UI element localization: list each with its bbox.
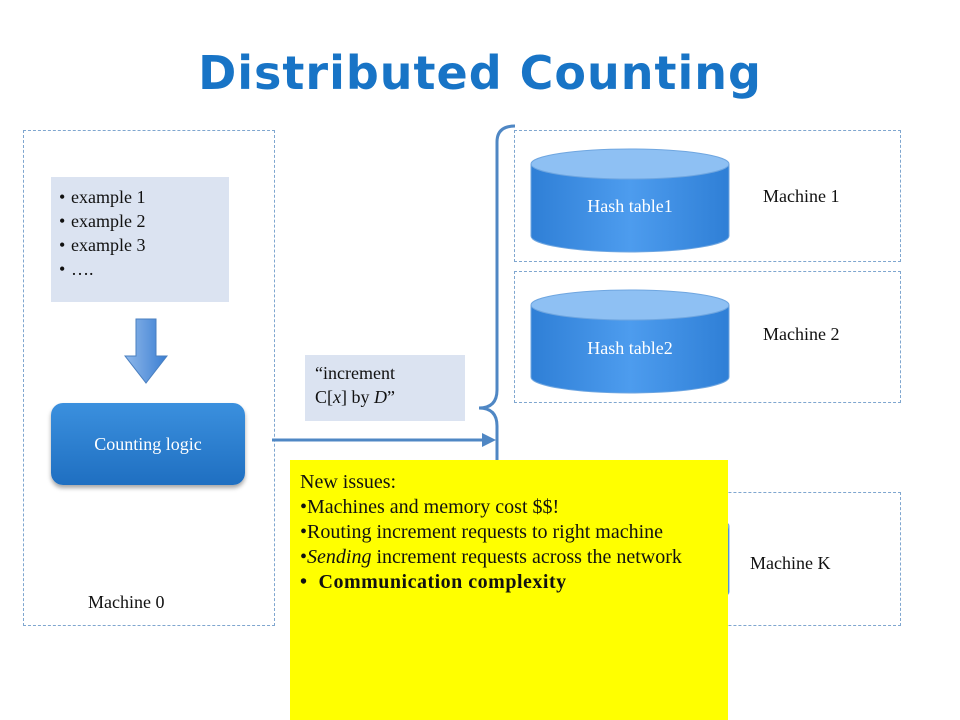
hash-table-2-cylinder [530, 289, 730, 394]
counting-logic-box: Counting logic [51, 403, 245, 485]
example-item: …. [71, 257, 229, 281]
example-item: example 2 [71, 209, 229, 233]
machine-1-box [514, 130, 901, 262]
hash-table-1-cylinder [530, 148, 730, 253]
machine-k-label: Machine K [750, 553, 831, 573]
machine-2-label: Machine 2 [763, 324, 840, 344]
brace-connector [478, 124, 516, 720]
down-arrow-icon [124, 318, 168, 384]
message-line-1: “increment [315, 363, 395, 383]
increment-message: “increment C[x] by D” [305, 355, 465, 421]
machine-1-label: Machine 1 [763, 186, 840, 206]
hash-table-1-label: Hash table1 [587, 196, 673, 216]
example-item: example 1 [71, 185, 229, 209]
hash-table-2-label: Hash table2 [587, 338, 673, 358]
new-issues-callout: New issues: Machines and memory cost $$!… [290, 460, 728, 720]
example-item: example 3 [71, 233, 229, 257]
issue-item: Routing increment requests to right mach… [300, 520, 718, 545]
issue-item: Machines and memory cost $$! [300, 495, 718, 520]
machine-0-box [23, 130, 275, 626]
machine-0-label: Machine 0 [88, 592, 165, 612]
issues-heading: New issues: [300, 471, 397, 493]
examples-list: example 1 example 2 example 3 …. [51, 177, 229, 302]
message-line-2: C[x] by D” [315, 387, 395, 407]
machine-2-box [514, 271, 901, 403]
issue-item: Communication complexity [300, 570, 718, 595]
slide-title: Distributed Counting [198, 46, 762, 100]
issue-item: Sending increment requests across the ne… [300, 545, 718, 570]
request-arrow [272, 433, 496, 447]
